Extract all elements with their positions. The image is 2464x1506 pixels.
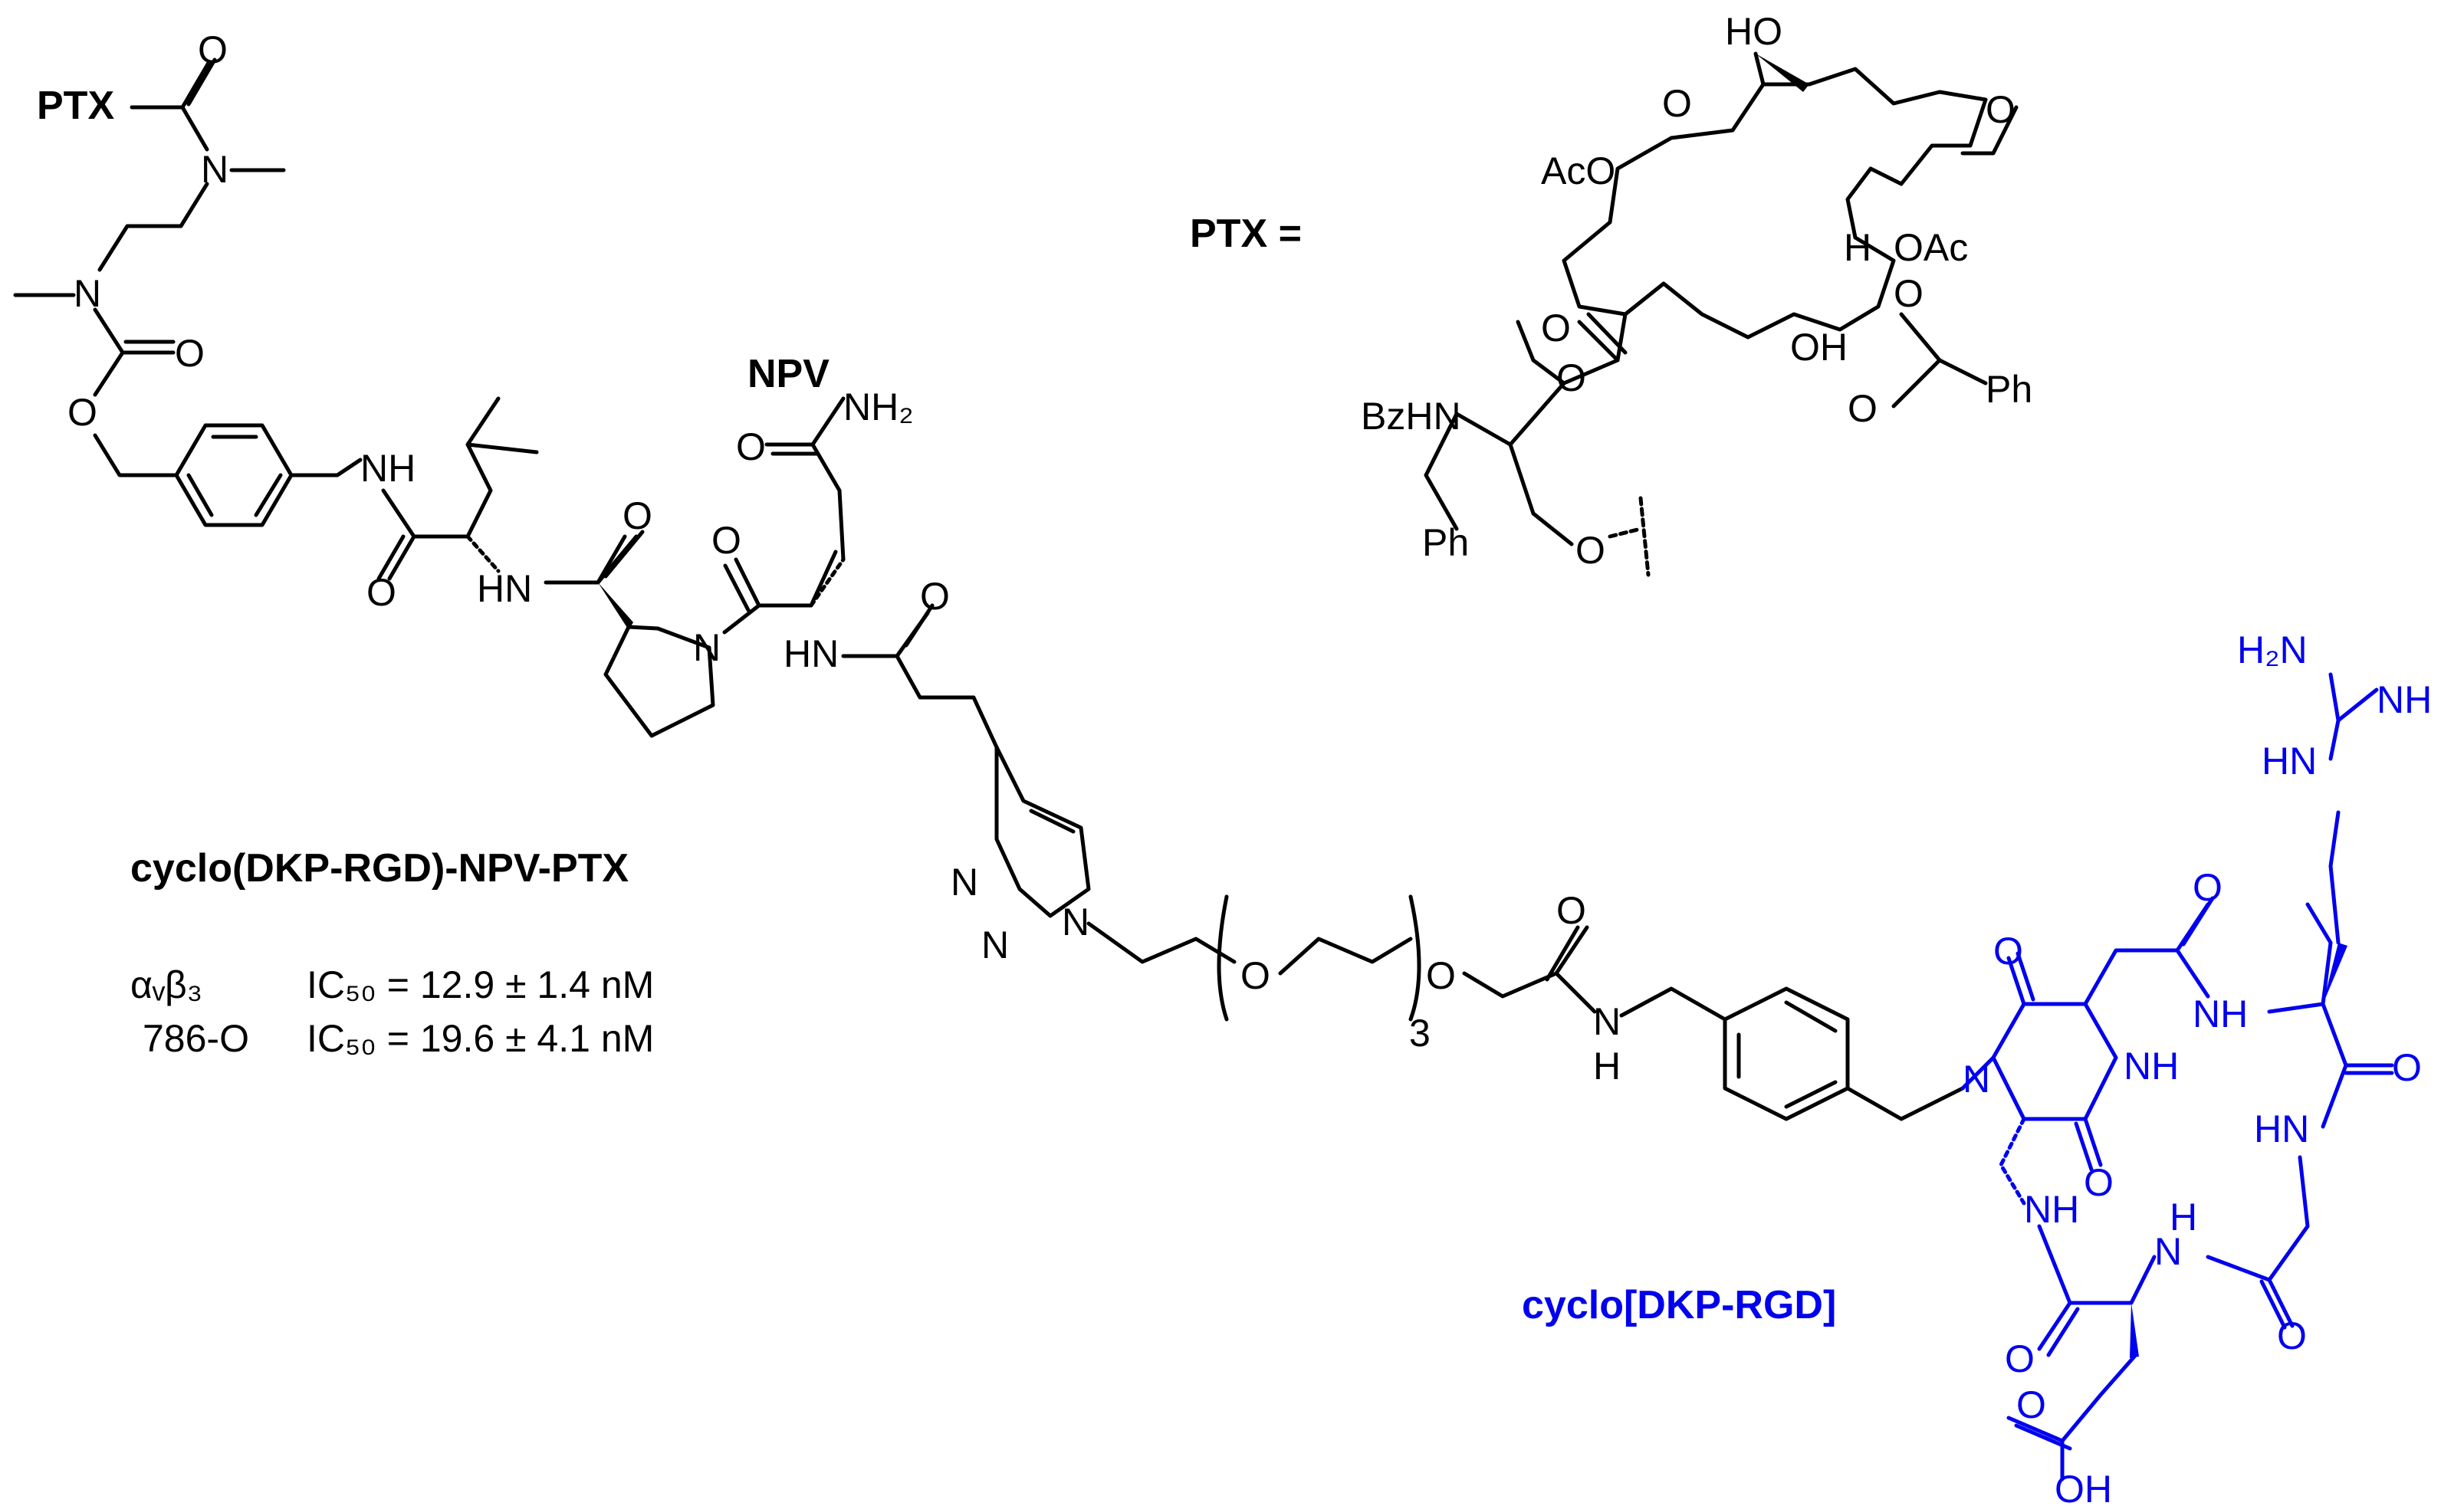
conjugate-name: cyclo(DKP-RGD)-NPV-PTX xyxy=(130,846,629,891)
peg-o-2: O xyxy=(1426,954,1456,997)
ptx-equals-label: PTX = xyxy=(1190,212,1302,256)
asp-link-o: O xyxy=(2193,866,2223,909)
proline-residue: O N O xyxy=(596,494,838,738)
amide-n-peg: N xyxy=(1593,1000,1621,1043)
ho-top: HO xyxy=(1725,10,1782,53)
arg-carbonyl-o: O xyxy=(2392,1046,2422,1089)
carbonyl-o-linker: O xyxy=(920,575,950,618)
peg-o-1: O xyxy=(1240,954,1270,997)
amide-hn-asn: HN xyxy=(784,632,839,675)
h-label-ptx: H xyxy=(1844,226,1871,269)
amide-h-peg: H xyxy=(1593,1045,1621,1088)
paclitaxel-structure: PTX = HO O AcO O H OAc O O Ph OH O O BzH… xyxy=(1190,10,2032,577)
cyclo-dkp-rgd: N O NH O O NH HN H₂N NH O HN O H N O O O… xyxy=(1522,628,2432,1506)
carbonyl-o-val: O xyxy=(366,571,396,614)
asp-n: N xyxy=(2154,1230,2182,1273)
ic50-value-2: IC₅₀ = 19.6 ± 4.1 nM xyxy=(307,1017,654,1060)
benzoate-o: O xyxy=(1894,272,1924,315)
gly-hn: HN xyxy=(2254,1107,2309,1150)
benzyl-ring xyxy=(1723,986,1965,1121)
triazole-n-2: N xyxy=(981,924,1009,966)
ester-o: O xyxy=(67,391,97,434)
oxetane-o: O xyxy=(1986,88,2016,131)
asp-carbonyl-o: O xyxy=(2005,1337,2035,1380)
lys-nh: NH xyxy=(2024,1188,2079,1231)
proline-n: N xyxy=(693,626,721,669)
pab-benzene-ring: NH xyxy=(174,423,416,527)
triazole-ring: N N N xyxy=(951,745,1237,966)
ether-o-attach: O xyxy=(1575,529,1605,572)
dkp-o-2: O xyxy=(2084,1161,2114,1204)
asp-h: H xyxy=(2170,1196,2197,1239)
guanidine-h2n: H₂N xyxy=(2237,628,2308,671)
valine-residue: O HN xyxy=(366,396,627,614)
ic50-target-1: αᵥβ₃ xyxy=(130,963,202,1006)
ic50-value-1: IC₅₀ = 12.9 ± 1.4 nM xyxy=(307,963,654,1006)
ketone-o: O xyxy=(1662,82,1692,125)
side-chain-o: O xyxy=(1556,356,1586,399)
acid-oh: OH xyxy=(2055,1468,2112,1506)
peg-repeat-n: 3 xyxy=(1409,1012,1431,1055)
carbamate-n-2: N xyxy=(74,272,101,315)
bzhn-label: BzHN xyxy=(1361,395,1461,438)
amide-o-asn: O xyxy=(736,425,766,468)
side-chain-carbonyl-o: O xyxy=(1541,307,1571,349)
gly-carbonyl-o: O xyxy=(2277,1314,2307,1357)
acid-o: O xyxy=(2016,1383,2046,1426)
benzoate-carbonyl-o: O xyxy=(1848,387,1878,430)
guanidine-nh: NH xyxy=(2377,678,2432,721)
carbonyl-o-peg: O xyxy=(1556,889,1586,932)
activity-panel: cyclo(DKP-RGD)-NPV-PTX αᵥβ₃ IC₅₀ = 12.9 … xyxy=(130,846,654,1060)
amide-nh-1: NH xyxy=(360,447,416,490)
ic50-target-2: 786-O xyxy=(143,1017,249,1060)
peptide-name-label: cyclo[DKP-RGD] xyxy=(1522,1283,1836,1327)
dkp-o-1: O xyxy=(1993,930,2023,973)
ptx-prefix-label: PTX xyxy=(37,84,114,128)
arg-hn: NH xyxy=(2193,993,2248,1035)
oac-1: OAc xyxy=(1894,226,1968,269)
amide-hn-val: HN xyxy=(477,567,532,610)
triazole-n-3: N xyxy=(1062,901,1089,943)
ptx-carbamate-linker: PTX O N N O O xyxy=(13,28,286,477)
peg-chain: O 3 O O N H xyxy=(1217,889,1727,1088)
guanidine-hn: HN xyxy=(2262,740,2317,783)
asparagine-residue: NPV O NH₂ HN O xyxy=(736,352,999,750)
triazole-n-1: N xyxy=(951,861,978,904)
aco-1: AcO xyxy=(1541,149,1615,192)
carbonyl-o-2: O xyxy=(175,332,205,375)
carbonyl-o-pro: O xyxy=(623,494,652,537)
ph-label-1: Ph xyxy=(1986,368,2032,411)
npv-label: NPV xyxy=(747,352,830,396)
nh2-asn: NH₂ xyxy=(843,386,914,428)
dkp-nh: NH xyxy=(2124,1045,2179,1088)
oh-ptx: OH xyxy=(1790,326,1848,369)
carbonyl-o-1: O xyxy=(198,28,228,71)
ph-label-2: Ph xyxy=(1422,521,1469,564)
carbonyl-o-npv: O xyxy=(711,519,741,562)
